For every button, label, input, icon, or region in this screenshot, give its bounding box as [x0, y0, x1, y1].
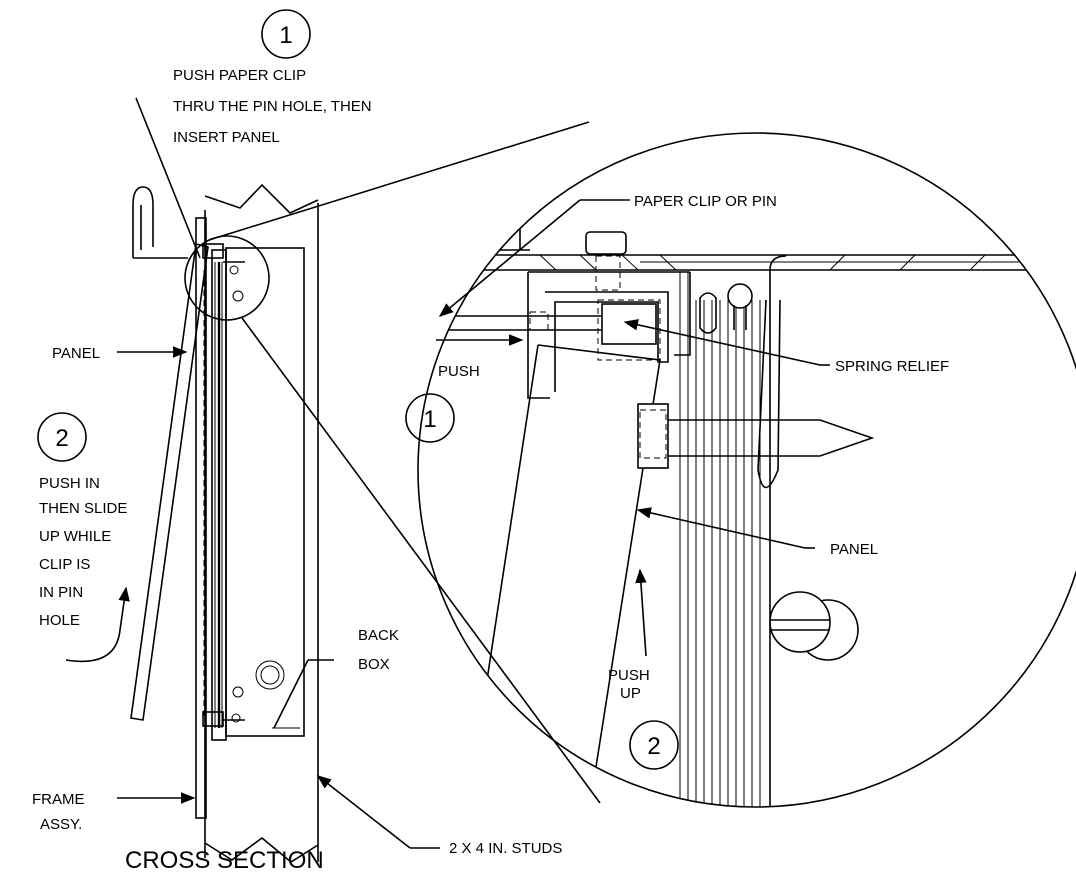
step-marker-2-left: 2	[37, 412, 87, 462]
stud-outline	[204, 183, 319, 863]
detail-view	[417, 132, 1076, 808]
svg-text:CLIP IS: CLIP IS	[39, 556, 90, 573]
panel-label-left: PANEL	[52, 345, 100, 362]
frame-assy-label: FRAME ASSY.	[32, 791, 85, 833]
svg-text:1: 1	[279, 22, 292, 49]
studs-label: 2 X 4 IN. STUDS	[449, 840, 562, 857]
svg-text:IN PIN: IN PIN	[39, 584, 83, 601]
step-marker-2-detail: 2	[629, 720, 679, 770]
instruction-1-text: PUSH PAPER CLIP THRU THE PIN HOLE, THEN …	[173, 67, 372, 146]
svg-text:2: 2	[647, 733, 660, 760]
spring-relief-block	[601, 303, 657, 345]
back-box	[225, 247, 305, 737]
svg-text:PUSH PAPER CLIP: PUSH PAPER CLIP	[173, 67, 306, 84]
push-label: PUSH	[438, 363, 480, 380]
cross-section-view	[65, 97, 440, 863]
svg-text:HOLE: HOLE	[39, 612, 80, 629]
svg-text:2: 2	[55, 425, 68, 452]
svg-text:PUSH IN: PUSH IN	[39, 475, 100, 492]
svg-text:UP WHILE: UP WHILE	[39, 528, 111, 545]
paper-clip-label: PAPER CLIP OR PIN	[634, 193, 777, 210]
panel-angled	[130, 243, 209, 721]
svg-text:PUSH: PUSH	[608, 667, 650, 684]
cross-section-title: CROSS SECTION	[125, 847, 324, 874]
spring-relief-label: SPRING RELIEF	[835, 358, 949, 375]
detail-circle	[417, 132, 1076, 808]
svg-text:THRU THE PIN HOLE, THEN: THRU THE PIN HOLE, THEN	[173, 98, 372, 115]
screw-pin	[640, 419, 875, 457]
svg-text:BACK: BACK	[358, 627, 399, 644]
paper-clip-shape	[132, 186, 188, 259]
instruction-2-text: PUSH IN THEN SLIDE UP WHILE CLIP IS IN P…	[39, 475, 127, 629]
zoom-circle	[184, 235, 270, 321]
step-marker-1-top: 1	[261, 9, 311, 59]
projection-line-top	[208, 121, 590, 241]
knockout-circle	[255, 660, 285, 690]
projection-line-bottom	[241, 317, 601, 804]
svg-text:BOX: BOX	[358, 656, 390, 673]
svg-text:ASSY.: ASSY.	[40, 816, 82, 833]
svg-text:FRAME: FRAME	[32, 791, 85, 808]
svg-text:1: 1	[423, 406, 436, 433]
step-marker-1-detail: 1	[405, 393, 455, 443]
svg-text:UP: UP	[620, 685, 641, 702]
back-box-label: BACK BOX	[358, 627, 399, 673]
push-up-label: PUSH UP	[608, 667, 650, 702]
panel-label-detail: PANEL	[830, 541, 878, 558]
svg-text:THEN SLIDE: THEN SLIDE	[39, 500, 127, 517]
svg-text:INSERT PANEL: INSERT PANEL	[173, 129, 280, 146]
frame	[195, 217, 207, 819]
